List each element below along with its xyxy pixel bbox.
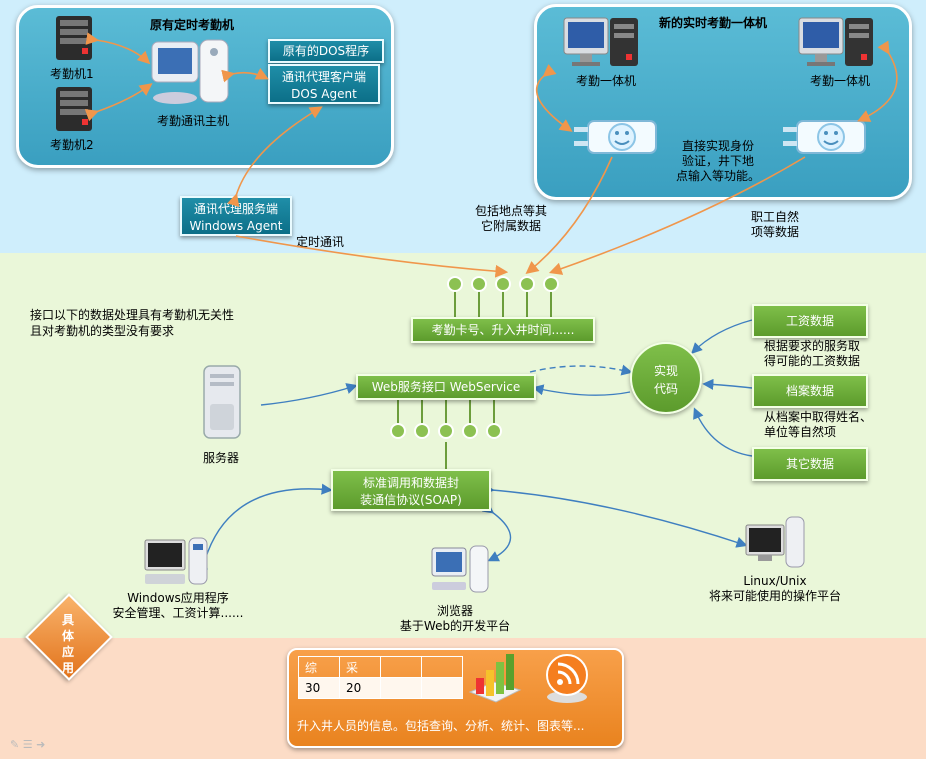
archive-note: 从档案中取得姓名、 单位等自然项 — [764, 410, 872, 440]
linux-pc-icon — [745, 516, 805, 568]
realtime-note: 直接实现身份 验证，井下地 点输入等功能。 — [676, 139, 760, 184]
impl-line1: 实现 — [653, 364, 678, 378]
browser-line2: 基于Web的开发平台 — [399, 619, 511, 633]
salary-note-line2: 得可能的工资数据 — [764, 354, 861, 368]
soap-line1: 标准调用和数据封 — [362, 476, 459, 490]
location-data-label: 包括地点等其 它附属数据 — [475, 204, 547, 234]
interface-note: 接口以下的数据处理具有考勤机无关性 且对考勤机的类型没有要求 — [30, 307, 234, 339]
server-tower-icon — [56, 16, 92, 60]
realtime-panel-title: 新的实时考勤一体机 — [659, 16, 768, 30]
other-data-box[interactable]: 其它数据 — [752, 447, 868, 481]
terminal-a-label: 考勤一体机 — [576, 74, 637, 88]
dos-agent-line1: 通讯代理客户端 — [281, 70, 366, 84]
table-cell — [421, 677, 463, 699]
terminal-b-label: 考勤一体机 — [810, 74, 871, 88]
card-time-bar: 考勤卡号、升入井时间...... — [411, 317, 595, 343]
browser-line1: 浏览器 — [436, 604, 473, 618]
summary-table: 综 采 30 20 — [298, 656, 463, 699]
soap-box: 标准调用和数据封 装通信协议(SOAP) — [331, 469, 491, 511]
windows-agent-line2: Windows Agent — [189, 219, 283, 233]
webservice-box: Web服务接口 WebService — [356, 374, 536, 400]
table-cell: 20 — [339, 677, 381, 699]
browser-label: 浏览器 基于Web的开发平台 — [395, 604, 515, 634]
table-cell — [421, 656, 463, 678]
linux-label: Linux/Unix 将来可能使用的操作平台 — [700, 574, 850, 604]
soap-line2: 装通信协议(SOAP) — [360, 493, 462, 507]
location-line2: 它附属数据 — [481, 219, 542, 233]
linux-line1: Linux/Unix — [743, 574, 807, 588]
interface-note-line2: 且对考勤机的类型没有要求 — [30, 324, 175, 338]
rss-feed-icon — [546, 654, 588, 703]
salary-data-box[interactable]: 工资数据 — [752, 304, 868, 338]
realtime-note-line3: 点输入等功能。 — [676, 169, 761, 183]
windows-agent-box: 通讯代理服务端 Windows Agent — [180, 196, 292, 236]
table-cell: 综 — [298, 656, 340, 678]
all-in-one-terminal-icon — [798, 17, 873, 66]
realtime-note-line2: 验证，井下地 — [682, 154, 755, 168]
card-time-text: 考勤卡号、升入井时间...... — [431, 323, 575, 337]
archive-data-box[interactable]: 档案数据 — [752, 374, 868, 408]
implementation-code-circle: 实现 代码 — [630, 342, 702, 414]
server-icon — [203, 365, 241, 439]
webservice-text: Web服务接口 WebService — [371, 380, 521, 394]
desktop-computer-icon — [151, 39, 229, 104]
timed-comm-label: 定时通讯 — [296, 235, 345, 249]
staff-line1: 职工自然 — [751, 210, 800, 224]
windows-app-label: Windows应用程序 安全管理、工资计算...... — [108, 591, 248, 621]
slide-controls[interactable]: ✎ ☰ ➜ — [10, 738, 46, 751]
archive-note-line2: 单位等自然项 — [764, 425, 837, 439]
browser-pc-icon — [431, 545, 489, 593]
staff-line2: 项等数据 — [751, 225, 800, 239]
dos-program-text: 原有的DOS程序 — [282, 44, 370, 58]
legacy-panel-title: 原有定时考勤机 — [150, 18, 235, 32]
archive-note-line1: 从档案中取得姓名、 — [764, 410, 873, 424]
staff-data-label: 职工自然 项等数据 — [751, 210, 799, 240]
salary-data-text: 工资数据 — [785, 314, 834, 328]
table-cell — [380, 656, 422, 678]
table-cell: 采 — [339, 656, 381, 678]
archive-data-text: 档案数据 — [785, 384, 834, 398]
other-data-text: 其它数据 — [785, 457, 834, 471]
server-label: 服务器 — [203, 451, 240, 465]
all-in-one-terminal-icon — [563, 17, 638, 66]
host-label: 考勤通讯主机 — [157, 114, 230, 128]
dos-agent-box: 通讯代理客户端 DOS Agent — [268, 64, 380, 104]
smiley-plug-icon — [574, 120, 657, 154]
windows-pc-icon — [144, 537, 208, 585]
table-cell: 30 — [298, 677, 340, 699]
smiley-plug-icon — [783, 120, 866, 154]
impl-line2: 代码 — [653, 382, 678, 396]
windows-app-line1: Windows应用程序 — [127, 591, 229, 605]
windows-agent-line1: 通讯代理服务端 — [193, 202, 278, 216]
windows-app-line2: 安全管理、工资计算...... — [112, 606, 244, 620]
linux-line2: 将来可能使用的操作平台 — [708, 589, 841, 603]
dos-program-box: 原有的DOS程序 — [268, 39, 384, 63]
realtime-note-line1: 直接实现身份 — [682, 139, 755, 153]
application-caption: 升入井人员的信息。包括查询、分析、统计、图表等... — [297, 719, 585, 733]
table-row: 30 20 — [298, 677, 463, 699]
salary-note-line1: 根据要求的服务取 — [764, 339, 861, 353]
machine2-label: 考勤机2 — [50, 138, 94, 152]
interface-note-line1: 接口以下的数据处理具有考勤机无关性 — [30, 308, 235, 322]
table-row: 综 采 — [298, 656, 463, 678]
specific-application-label: 具体应用 — [61, 613, 74, 675]
table-cell — [380, 677, 422, 699]
salary-note: 根据要求的服务取 得可能的工资数据 — [764, 339, 860, 369]
dos-agent-line2: DOS Agent — [291, 87, 357, 101]
location-line1: 包括地点等其 — [475, 204, 548, 218]
server-tower-icon — [56, 87, 92, 131]
machine1-label: 考勤机1 — [50, 67, 94, 81]
bar-chart-icon — [468, 654, 522, 703]
